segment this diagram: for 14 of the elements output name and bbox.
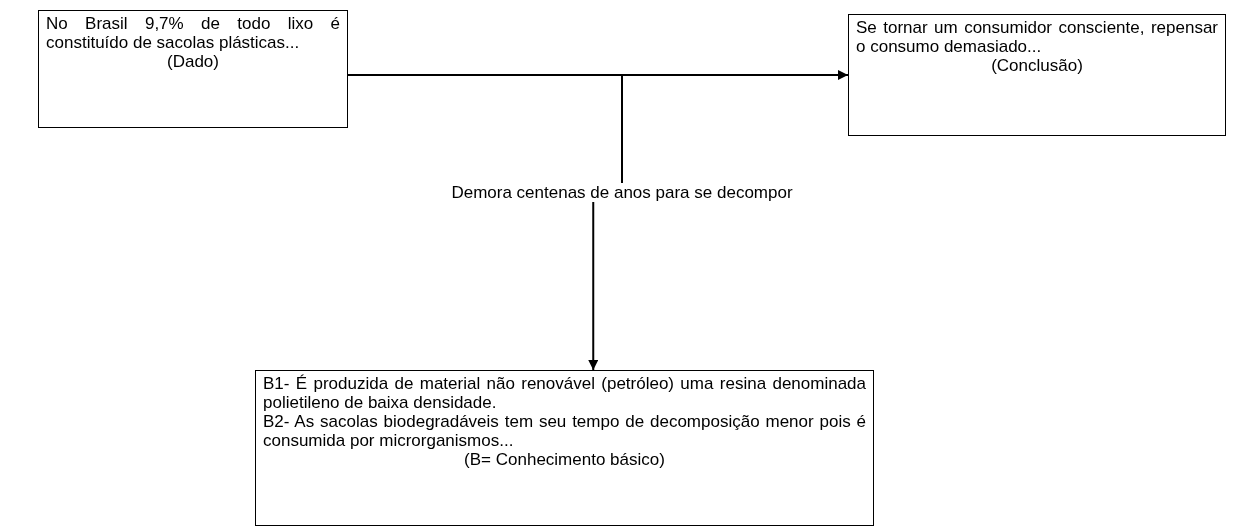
role-label: (B= Conhecimento básico) xyxy=(463,450,666,469)
box-text: B2- As sacolas biodegradáveis tem seu tempo de decomposição menor pois é consumida por microrganismos... xyxy=(263,412,866,450)
box-text: B1- É produzida de material não renovável (petróleo) uma resina denominada polietileno de baixa densidade. xyxy=(263,374,866,412)
box-text: Se tornar um consumidor consciente, repensar o consumo demasiado... xyxy=(856,18,1218,56)
connector-line xyxy=(621,75,623,184)
conclusion-box xyxy=(848,14,1226,136)
warrant-text: Demora centenas de anos para se decompor xyxy=(430,183,814,202)
arrow xyxy=(588,201,599,371)
role-label: (Dado) xyxy=(166,52,220,71)
backing-box xyxy=(255,370,874,526)
box-text: No Brasil 9,7% de todo lixo é constituído de sacolas plásticas... xyxy=(46,14,340,52)
arrow xyxy=(347,70,849,80)
data-box xyxy=(38,10,348,128)
role-label: (Conclusão) xyxy=(990,56,1084,75)
